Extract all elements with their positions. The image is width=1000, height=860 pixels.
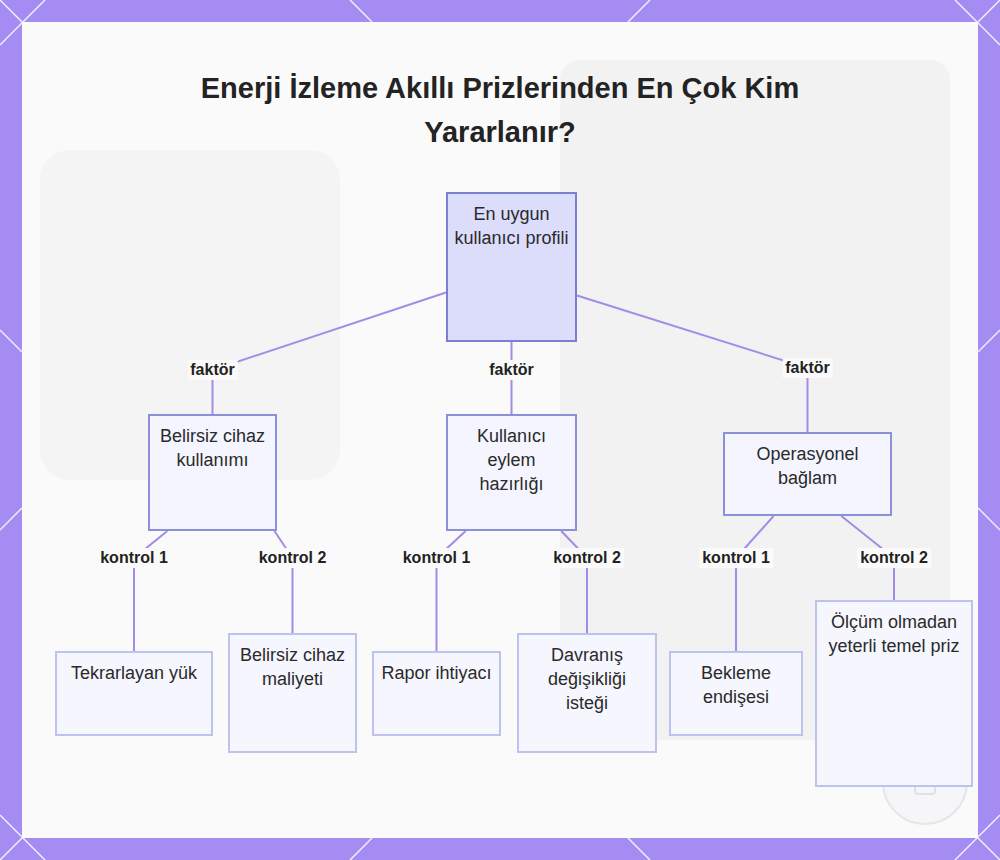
- blurred-backdrop: [40, 150, 340, 480]
- edge-label: faktör: [187, 360, 237, 380]
- edge-label: kontrol 1: [97, 548, 171, 568]
- node-text: Bekleme endişesi: [677, 661, 795, 709]
- node-text: Davranış değişikliği isteği: [525, 643, 649, 715]
- edge-label: faktör: [782, 358, 832, 378]
- check-box: Bekleme endişesi: [669, 651, 803, 736]
- node-text: Operasyonel bağlam: [731, 442, 884, 490]
- edge-label: kontrol 2: [857, 548, 931, 568]
- node-text: Belirsiz cihaz maliyeti: [236, 643, 349, 691]
- tree-connector: [561, 531, 587, 633]
- tree-connector: [274, 531, 292, 633]
- border-line: [0, 508, 22, 530]
- edge-label: faktör: [486, 360, 536, 380]
- check-box: Tekrarlayan yük: [55, 651, 213, 736]
- factor-box: Belirsiz cihaz kullanımı: [148, 414, 277, 531]
- node-text: Kullanıcı eylem hazırlığı: [454, 424, 569, 496]
- border-line: [978, 330, 1000, 352]
- node-text: Ölçüm olmadan yeterli temel priz: [823, 610, 965, 658]
- factor-box: Kullanıcı eylem hazırlığı: [446, 414, 577, 531]
- tree-connector: [577, 296, 808, 433]
- check-box: Rapor ihtiyacı: [372, 651, 501, 736]
- border-line: [628, 0, 650, 22]
- border-line: [978, 508, 1000, 530]
- border-line: [350, 838, 372, 860]
- node-text: En uygun kullanıcı profili: [454, 202, 569, 250]
- edge-label: kontrol 1: [699, 548, 773, 568]
- border-line: [628, 838, 650, 860]
- edge-label: kontrol 1: [400, 548, 474, 568]
- factor-box: Operasyonel bağlam: [723, 432, 892, 516]
- edge-label: kontrol 2: [256, 548, 330, 568]
- check-box: Davranış değişikliği isteği: [517, 633, 657, 753]
- tree-connector: [736, 516, 774, 651]
- node-text: Rapor ihtiyacı: [380, 661, 493, 685]
- check-box: Belirsiz cihaz maliyeti: [228, 633, 357, 753]
- node-text: Belirsiz cihaz kullanımı: [156, 424, 269, 472]
- node-text: Tekrarlayan yük: [63, 661, 205, 685]
- edge-label: kontrol 2: [550, 548, 624, 568]
- diagram-title: Enerji İzleme Akıllı Prizlerinden En Çok…: [185, 66, 815, 154]
- tree-connector: [213, 293, 447, 415]
- border-line: [350, 0, 372, 22]
- border-line: [0, 330, 22, 352]
- canvas-panel: [22, 22, 978, 838]
- check-box: Ölçüm olmadan yeterli temel priz: [815, 600, 973, 787]
- root-box: En uygun kullanıcı profili: [446, 192, 577, 342]
